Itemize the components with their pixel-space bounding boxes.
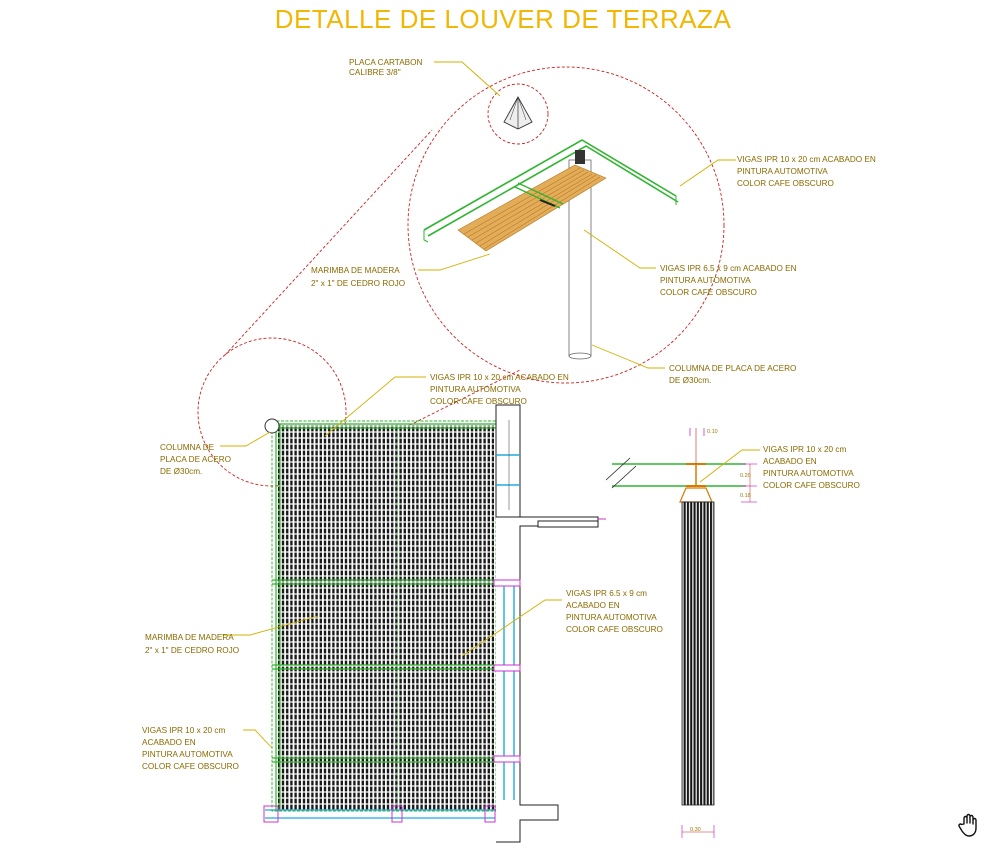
label-vigas-bottom-left: VIGAS IPR 10 x 20 cm ACABADO EN PINTURA …	[142, 726, 239, 771]
label-vigas-mid: VIGAS IPR 10 x 20 cm ACABADO EN PINTURA …	[430, 373, 571, 406]
side-slats	[681, 501, 715, 806]
column-plan-circle	[264, 418, 280, 434]
dim-010: 0.10	[707, 429, 718, 435]
label-placa-cartabon: PLACA CARTABON CALIBRE 3/8"	[349, 58, 425, 77]
detail-circle-large	[407, 66, 725, 384]
leader-lines	[220, 61, 760, 749]
label-marimba-detail: MARIMBA DE MADERA 2" x 1" DE CEDRO ROJO	[311, 266, 405, 288]
detail-wood-slats	[457, 164, 607, 252]
wall-section	[493, 404, 606, 843]
hand-icon[interactable]	[957, 812, 983, 838]
isometric-detail	[423, 139, 679, 360]
label-marimba-plan: MARIMBA DE MADERA 2" x 1" DE CEDRO ROJO	[145, 633, 239, 655]
dim-030: 0.30	[690, 827, 701, 833]
drawing-title: DETALLE DE LOUVER DE TERRAZA	[275, 4, 732, 34]
side-section: 0.10 0.20 0.18 0.30	[605, 428, 757, 838]
label-vigas-small-plan: VIGAS IPR 6.5 x 9 cm ACABADO EN PINTURA …	[566, 589, 663, 634]
detail-tangent-line-1	[224, 129, 433, 356]
label-columna-left: COLUMNA DE PLACA DE ACERO DE Ø30cm.	[160, 443, 233, 476]
louver-elevation	[263, 418, 497, 823]
label-vigas-top-right: VIGAS IPR 10 x 20 cm ACABADO EN PINTURA …	[737, 155, 878, 188]
dim-020: 0.20	[740, 473, 751, 479]
label-columna-detail: COLUMNA DE PLACA DE ACERO DE Ø30cm.	[669, 364, 799, 385]
cartabon-plate-icon	[503, 96, 533, 130]
label-vigas-small-detail: VIGAS IPR 6.5 x 9 cm ACABADO EN PINTURA …	[660, 264, 799, 297]
dim-018: 0.18	[740, 493, 751, 499]
louver-panel	[278, 425, 494, 810]
detail-circle-cartabon	[487, 83, 549, 145]
label-vigas-section: VIGAS IPR 10 x 20 cm ACABADO EN PINTURA …	[763, 445, 860, 490]
